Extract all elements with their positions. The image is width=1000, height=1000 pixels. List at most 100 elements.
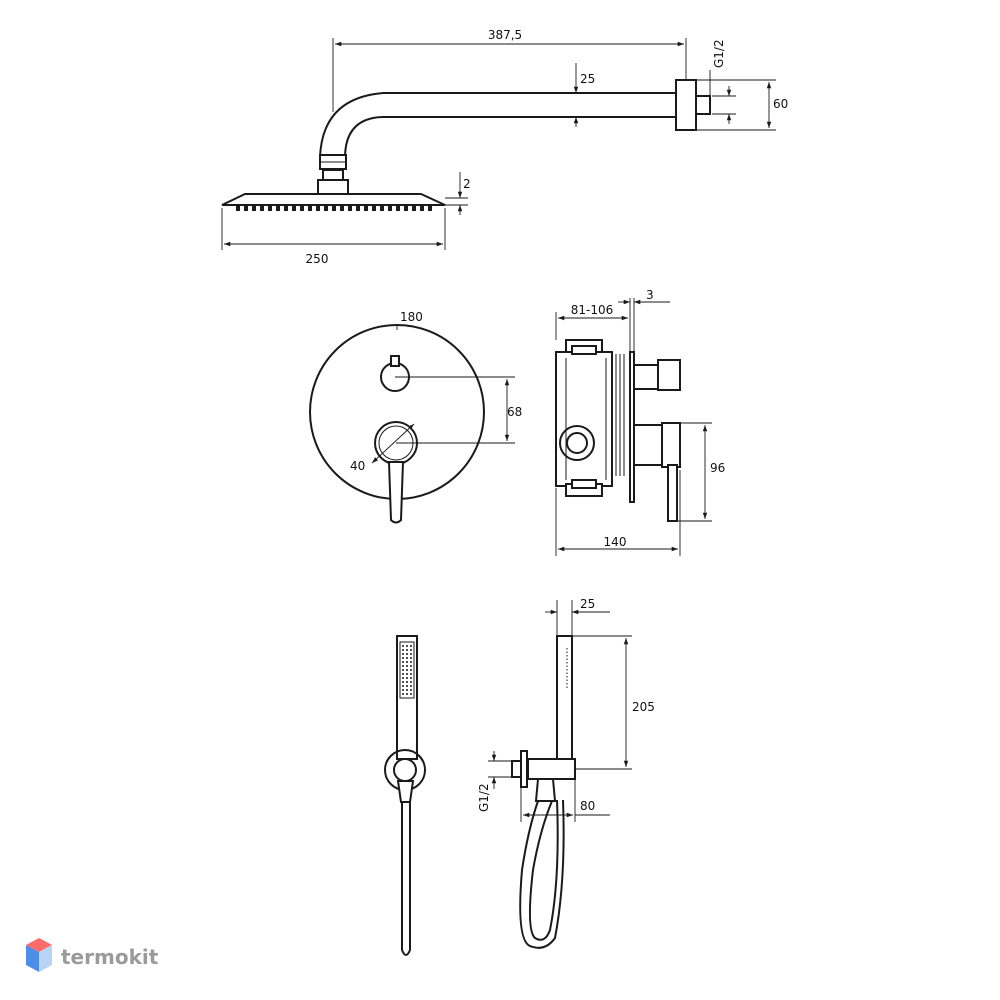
dim-hand-shower-length-label: 205	[632, 700, 655, 714]
mixer-lever	[387, 461, 405, 524]
dim-lever-height-label: 96	[710, 461, 725, 475]
hose-loop-outer	[519, 799, 565, 949]
dim-arm-length-label: 387,5	[488, 28, 522, 42]
nozzle	[364, 205, 368, 211]
mixer-front-view: 180 68 40	[309, 310, 522, 524]
nozzle-dot	[410, 677, 412, 679]
dim-head-width-label: 250	[306, 252, 329, 266]
mixer-side-view: 81-106 3 96 140	[555, 288, 725, 556]
wall-thread	[695, 95, 711, 115]
head-mount	[317, 179, 349, 195]
nozzle	[412, 205, 416, 211]
dim-holder-width-label: 25	[580, 597, 595, 611]
nozzle-dot	[410, 657, 412, 659]
dim-knob-diameter-label: 40	[350, 459, 365, 473]
nozzle-dot	[406, 689, 408, 691]
lever-side	[667, 464, 678, 522]
dim-handle-spacing-label: 68	[507, 405, 522, 419]
dim-flange-label: 60	[773, 97, 788, 111]
nozzle-dot	[402, 693, 404, 695]
nozzle	[268, 205, 272, 211]
dim-leader-knob	[371, 423, 415, 464]
shower-head	[221, 193, 446, 206]
box-top-clip-inner	[571, 345, 597, 355]
nozzle	[356, 205, 360, 211]
nozzle-dot	[402, 673, 404, 675]
dim-plate-diameter-label: 180	[400, 310, 423, 324]
nozzle	[428, 205, 432, 211]
nozzle	[404, 205, 408, 211]
wall-outlet-stub	[520, 750, 528, 788]
nozzle-dot	[406, 693, 408, 695]
watermark-text: termokit	[61, 945, 159, 969]
nozzle-dot	[402, 657, 404, 659]
nozzle-dot	[406, 677, 408, 679]
nozzle-dot	[402, 653, 404, 655]
nozzle-dot	[410, 681, 412, 683]
main-knob-side-cap	[661, 422, 681, 468]
nozzle-dot	[410, 661, 412, 663]
nozzle-dot	[406, 681, 408, 683]
shower-arm-bend-outer	[319, 92, 384, 159]
nozzle-dot	[410, 685, 412, 687]
hand-shower-nozzle-panel	[399, 641, 415, 699]
shower-nozzles	[236, 205, 432, 211]
hose-nut	[534, 778, 557, 802]
nozzle-dot	[402, 685, 404, 687]
termokit-logo: termokit	[26, 938, 159, 972]
nozzle	[236, 205, 240, 211]
box-body	[555, 351, 613, 487]
nozzle-dot	[410, 653, 412, 655]
nozzle-dot	[406, 685, 408, 687]
nozzle-dot	[406, 669, 408, 671]
nozzle	[396, 205, 400, 211]
diverter-knob-tab	[390, 355, 400, 367]
nozzle-dot	[402, 661, 404, 663]
nozzle	[252, 205, 256, 211]
nozzle-dot	[410, 689, 412, 691]
logo-cube-left	[26, 945, 39, 972]
hand-shower-nozzles	[402, 645, 412, 695]
dim-total-depth-label: 140	[604, 535, 627, 549]
hose-loop-inner	[528, 799, 559, 941]
hand-shower-side	[556, 635, 573, 762]
nozzle	[380, 205, 384, 211]
nozzle-dot	[410, 673, 412, 675]
nozzle-dot	[410, 693, 412, 695]
nozzle	[284, 205, 288, 211]
nozzle	[276, 205, 280, 211]
nozzle	[316, 205, 320, 211]
nozzle-dot	[410, 649, 412, 651]
dim-depth-range-label: 81-106	[571, 303, 614, 317]
diverter-stem	[633, 364, 659, 390]
nozzle-dot	[406, 673, 408, 675]
ball-joint	[322, 169, 344, 181]
nozzle-dot	[402, 665, 404, 667]
nozzle	[300, 205, 304, 211]
hand-shower-side-view: 25 205 G1/2 80	[477, 597, 655, 949]
shower-arm-view: 387,5 G1/2 25 60 2 250	[221, 28, 788, 266]
logo-cube-right	[39, 945, 52, 972]
nozzle	[260, 205, 264, 211]
nozzle	[324, 205, 328, 211]
main-knob-side	[633, 424, 663, 466]
nozzle-dot	[402, 669, 404, 671]
nozzle-dot	[406, 661, 408, 663]
nozzle-dot	[406, 665, 408, 667]
shower-arm-bend-inner	[344, 116, 384, 159]
nozzle-dot	[406, 657, 408, 659]
nozzle-dot	[410, 645, 412, 647]
dim-head-thickness-label: 2	[463, 177, 471, 191]
nozzle-dot	[402, 689, 404, 691]
nozzle	[348, 205, 352, 211]
dim-outlet-depth-label: 80	[580, 799, 595, 813]
wall-outlet-body	[527, 758, 576, 780]
nozzle	[244, 205, 248, 211]
hose-connector	[396, 780, 415, 803]
holder-inner	[393, 758, 417, 782]
nozzle-dot	[402, 645, 404, 647]
nozzle	[372, 205, 376, 211]
nozzle-dot	[402, 677, 404, 679]
dim-arm-diameter-label: 25	[580, 72, 595, 86]
